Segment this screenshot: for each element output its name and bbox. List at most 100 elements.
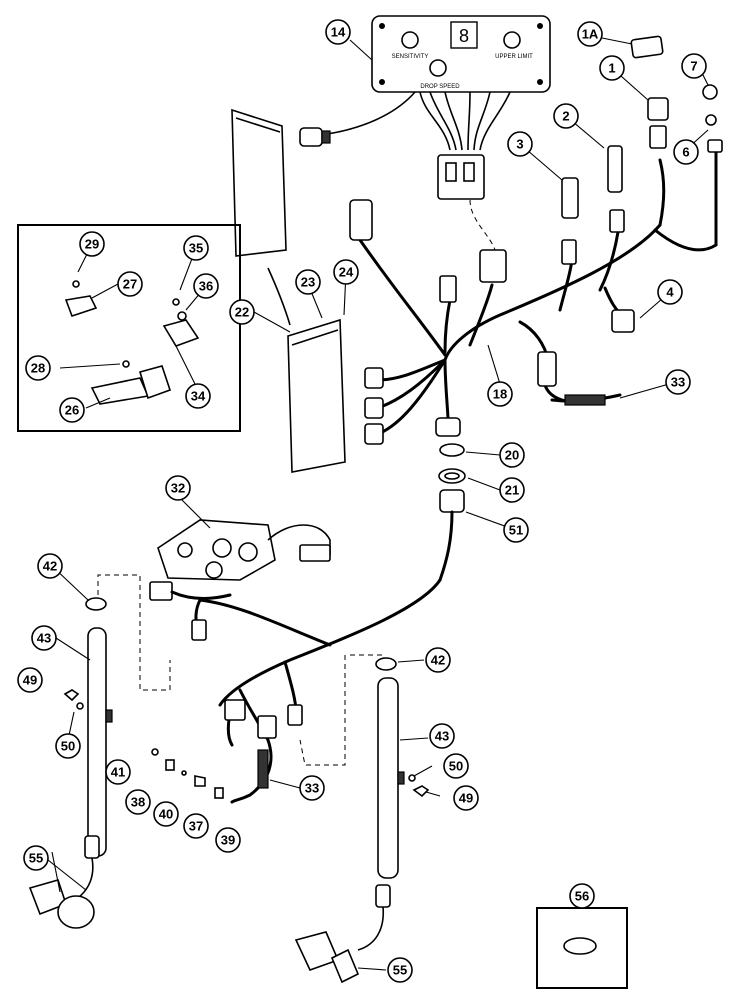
callout-40: 40 bbox=[153, 801, 179, 827]
callout-49-right: 49 bbox=[453, 785, 479, 811]
right-post bbox=[294, 657, 430, 984]
callout-6: 6 bbox=[673, 139, 699, 165]
callout-33-upper: 33 bbox=[665, 369, 691, 395]
detail-inset bbox=[17, 224, 241, 432]
callout-43-left: 43 bbox=[31, 625, 57, 651]
svg-text:14: 14 bbox=[331, 25, 346, 40]
callout-51: 51 bbox=[503, 517, 529, 543]
valve-block bbox=[149, 519, 331, 601]
callout-50-right: 50 bbox=[443, 753, 469, 779]
harness-connectors bbox=[349, 35, 723, 445]
svg-text:21: 21 bbox=[505, 483, 519, 498]
svg-text:55: 55 bbox=[29, 851, 43, 866]
callout-49-left: 49 bbox=[17, 667, 43, 693]
left-post bbox=[28, 597, 113, 929]
callout-29: 29 bbox=[79, 231, 105, 257]
callout-39: 39 bbox=[215, 827, 241, 853]
svg-text:24: 24 bbox=[339, 265, 354, 280]
svg-text:1A: 1A bbox=[582, 27, 599, 42]
sensor-cable-upper bbox=[550, 393, 622, 406]
callout-50-left: 50 bbox=[55, 733, 81, 759]
callout-42-left: 42 bbox=[37, 553, 63, 579]
callout-21: 21 bbox=[499, 477, 525, 503]
svg-text:50: 50 bbox=[449, 759, 463, 774]
rings-and-plug bbox=[438, 443, 466, 582]
callout-33-lower: 33 bbox=[299, 775, 325, 801]
small-fasteners bbox=[151, 748, 224, 799]
sensor-cable-lower bbox=[230, 738, 273, 804]
svg-text:28: 28 bbox=[31, 361, 45, 376]
callout-35: 35 bbox=[183, 235, 209, 261]
callout-24: 24 bbox=[333, 259, 359, 285]
callout-14: 14 bbox=[325, 19, 351, 45]
svg-text:51: 51 bbox=[509, 523, 523, 538]
svg-text:55: 55 bbox=[393, 963, 407, 978]
callout-7: 7 bbox=[681, 53, 707, 79]
callout-1: 1 bbox=[599, 55, 625, 81]
callout-55-left: 55 bbox=[23, 845, 49, 871]
svg-text:35: 35 bbox=[189, 241, 203, 256]
svg-text:22: 22 bbox=[235, 305, 249, 320]
control-panel: 8 SENSITIVITY DROP SPEED UPPER LIMIT bbox=[371, 15, 551, 93]
callout-28: 28 bbox=[25, 355, 51, 381]
svg-text:50: 50 bbox=[61, 739, 75, 754]
callout-36: 36 bbox=[193, 273, 219, 299]
lower-housing bbox=[267, 267, 346, 473]
svg-text:3: 3 bbox=[516, 137, 523, 152]
svg-text:26: 26 bbox=[65, 403, 79, 418]
callout-32: 32 bbox=[165, 475, 191, 501]
svg-text:43: 43 bbox=[37, 631, 51, 646]
svg-text:39: 39 bbox=[221, 833, 235, 848]
digit-display bbox=[450, 21, 478, 49]
svg-text:42: 42 bbox=[43, 559, 57, 574]
kit-box bbox=[536, 907, 628, 989]
callout-20: 20 bbox=[499, 442, 525, 468]
svg-text:37: 37 bbox=[189, 819, 203, 834]
callout-18: 18 bbox=[487, 381, 513, 407]
svg-text:18: 18 bbox=[493, 387, 507, 402]
callout-2: 2 bbox=[553, 103, 579, 129]
callout-27: 27 bbox=[117, 271, 143, 297]
svg-text:20: 20 bbox=[505, 448, 519, 463]
svg-text:56: 56 bbox=[575, 889, 589, 904]
guide-lines bbox=[97, 574, 385, 766]
drop-speed-label: DROP SPEED bbox=[420, 84, 460, 90]
svg-text:42: 42 bbox=[431, 653, 445, 668]
svg-text:34: 34 bbox=[191, 389, 206, 404]
callout-43-right: 43 bbox=[429, 723, 455, 749]
svg-text:36: 36 bbox=[199, 279, 213, 294]
svg-text:49: 49 bbox=[23, 673, 37, 688]
callout-56: 56 bbox=[569, 883, 595, 909]
svg-text:43: 43 bbox=[435, 729, 449, 744]
callout-42-right: 42 bbox=[425, 647, 451, 673]
svg-text:33: 33 bbox=[671, 375, 685, 390]
display-digit: 8 bbox=[459, 26, 469, 46]
svg-text:29: 29 bbox=[85, 237, 99, 252]
svg-text:6: 6 bbox=[682, 145, 689, 160]
svg-text:4: 4 bbox=[666, 285, 674, 300]
svg-text:40: 40 bbox=[159, 807, 173, 822]
svg-text:41: 41 bbox=[111, 765, 125, 780]
lower-harness bbox=[191, 578, 442, 747]
callout-26: 26 bbox=[59, 397, 85, 423]
svg-text:32: 32 bbox=[171, 481, 185, 496]
svg-text:2: 2 bbox=[562, 109, 569, 124]
callout-41: 41 bbox=[105, 759, 131, 785]
panel-plug bbox=[299, 127, 331, 147]
panel-wires bbox=[319, 91, 511, 251]
svg-text:23: 23 bbox=[301, 275, 315, 290]
callout-3: 3 bbox=[507, 131, 533, 157]
svg-text:27: 27 bbox=[123, 277, 137, 292]
svg-text:33: 33 bbox=[305, 781, 319, 796]
svg-text:1: 1 bbox=[608, 61, 615, 76]
callout-55-right: 55 bbox=[387, 957, 413, 983]
svg-text:7: 7 bbox=[690, 59, 697, 74]
callout-1a: 1A bbox=[577, 21, 603, 47]
upper-limit-label: UPPER LIMIT bbox=[495, 54, 533, 60]
callout-37: 37 bbox=[183, 813, 209, 839]
callout-4: 4 bbox=[657, 279, 683, 305]
callout-23: 23 bbox=[295, 269, 321, 295]
sensitivity-label: SENSITIVITY bbox=[392, 54, 429, 60]
svg-text:49: 49 bbox=[459, 791, 473, 806]
